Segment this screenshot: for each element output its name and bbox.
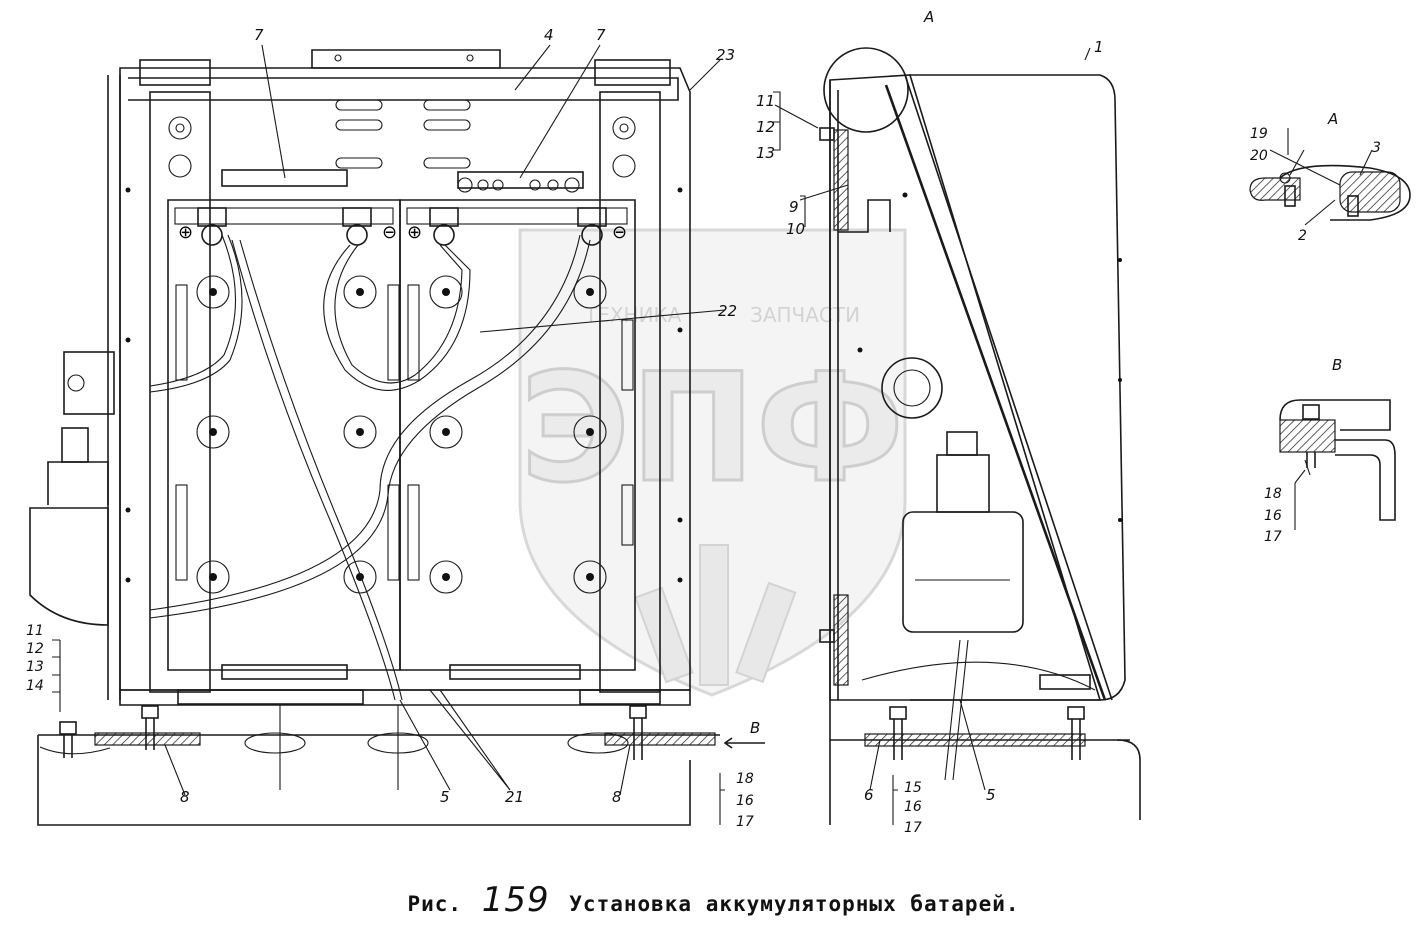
label-17-bottom: 17 (736, 814, 754, 830)
side-view (819, 47, 1141, 825)
label-23: 23 (716, 46, 735, 64)
label-16-detail: 16 (1264, 508, 1282, 524)
caption-prefix: Рис. (407, 892, 463, 916)
watermark-right-text: ЗАПЧАСТИ (750, 303, 860, 327)
label-18: 18 (736, 771, 754, 787)
figure-caption: Рис. 159 Установка аккумуляторных батаре… (0, 880, 1427, 920)
view-b-arrow (723, 737, 765, 749)
detail-a-title: А (1327, 110, 1338, 128)
caption-title: Установка аккумуляторных батарей. (569, 892, 1020, 916)
label-21: 21 (505, 788, 524, 806)
label-5-right: 5 (986, 786, 996, 804)
label-2: 2 (1298, 228, 1307, 244)
label-12-left: 12 (26, 641, 44, 657)
watermark-logo: ЭПФ (520, 342, 904, 516)
label-12-top: 12 (756, 118, 775, 136)
label-8-left: 8 (180, 788, 190, 806)
label-16-bottom: 16 (736, 793, 754, 809)
detail-b (1279, 399, 1396, 521)
label-1: 1 (1094, 38, 1104, 56)
watermark: ТЕХНИКА ЗАПЧАСТИ ЭПФ (518, 228, 907, 697)
svg-text:⊖: ⊖ (382, 222, 397, 243)
label-14: 14 (26, 678, 44, 694)
label-10: 10 (786, 220, 805, 238)
label-11-top: 11 (756, 92, 775, 110)
leader-lines (52, 44, 1373, 825)
label-7-right: 7 (596, 26, 606, 44)
svg-text:⊖: ⊖ (612, 222, 627, 243)
label-16-side: 16 (904, 799, 922, 815)
label-17-side: 17 (904, 820, 922, 836)
label-9: 9 (789, 198, 799, 216)
front-view: ⊕ ⊖ ⊕ ⊖ (29, 49, 720, 826)
part-labels: 7 7 4 23 22 1 А 11 12 13 9 10 А 19 20 3 … (26, 8, 1381, 836)
detail-b-title: В (1332, 356, 1342, 374)
label-13-top: 13 (756, 144, 775, 162)
label-15: 15 (904, 780, 922, 796)
label-17-detail: 17 (1264, 529, 1282, 545)
label-18-detail: 18 (1264, 486, 1282, 502)
label-8-right: 8 (612, 788, 622, 806)
label-20: 20 (1250, 148, 1268, 164)
svg-text:⊕: ⊕ (407, 222, 422, 243)
svg-text:⊕: ⊕ (178, 222, 193, 243)
label-7-left: 7 (254, 26, 264, 44)
caption-number: 159 (481, 880, 550, 920)
label-19: 19 (1250, 126, 1268, 142)
label-11-left: 11 (26, 623, 44, 639)
label-a-marker: А (923, 8, 934, 26)
label-3: 3 (1372, 140, 1381, 156)
label-b-arrow: В (750, 719, 760, 737)
label-5-left: 5 (440, 788, 450, 806)
label-22: 22 (718, 302, 737, 320)
label-4: 4 (544, 26, 554, 44)
label-13-left: 13 (26, 659, 44, 675)
detail-a (1249, 164, 1411, 221)
label-6: 6 (864, 786, 874, 804)
